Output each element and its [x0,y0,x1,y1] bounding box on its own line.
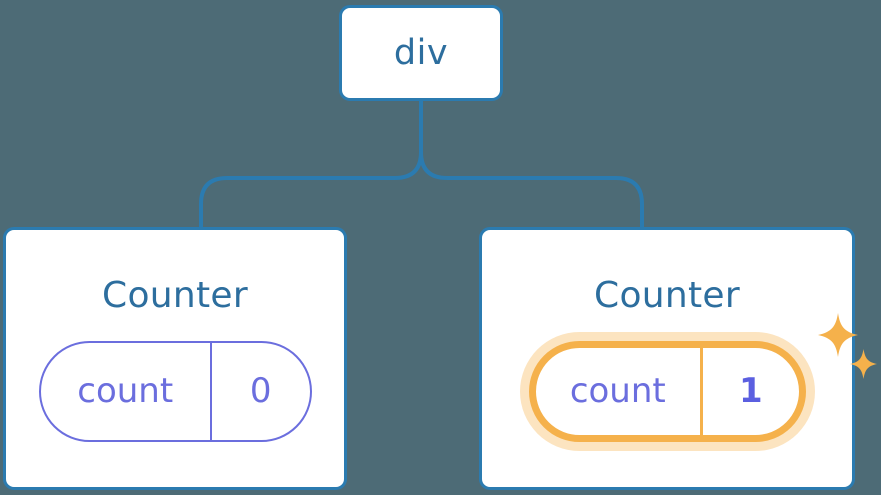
state-pill-right-key: count [569,370,666,411]
connector-branch-left [199,150,423,229]
state-pill-left-key: count [77,370,174,411]
node-div[interactable]: div [339,5,503,101]
sparkle-icon [817,313,858,357]
node-counter-left[interactable]: Counter count 0 [3,227,347,490]
state-pill-right-key-cell: count [536,348,704,435]
state-pill-right-value-cell: 1 [703,348,798,435]
connector-branch-right [419,150,644,229]
state-pill-right-value: 1 [738,370,763,411]
node-div-label: div [393,32,449,73]
state-pill-wrap-left: count 0 [38,341,312,442]
state-pill-wrap-right: count 1 [528,313,877,442]
state-pill-left[interactable]: count 0 [38,341,312,442]
state-pill-left-value: 0 [249,370,272,411]
node-counter-left-title: Counter [102,275,248,316]
sparkle-icon [849,349,877,379]
sparkle-group [812,313,881,393]
node-counter-right-title: Counter [594,275,740,316]
state-pill-left-value-cell: 0 [212,343,310,440]
node-counter-right[interactable]: Counter count 1 [479,227,877,490]
state-pill-right[interactable]: count 1 [528,341,806,442]
state-pill-left-key-cell: count [41,343,212,440]
